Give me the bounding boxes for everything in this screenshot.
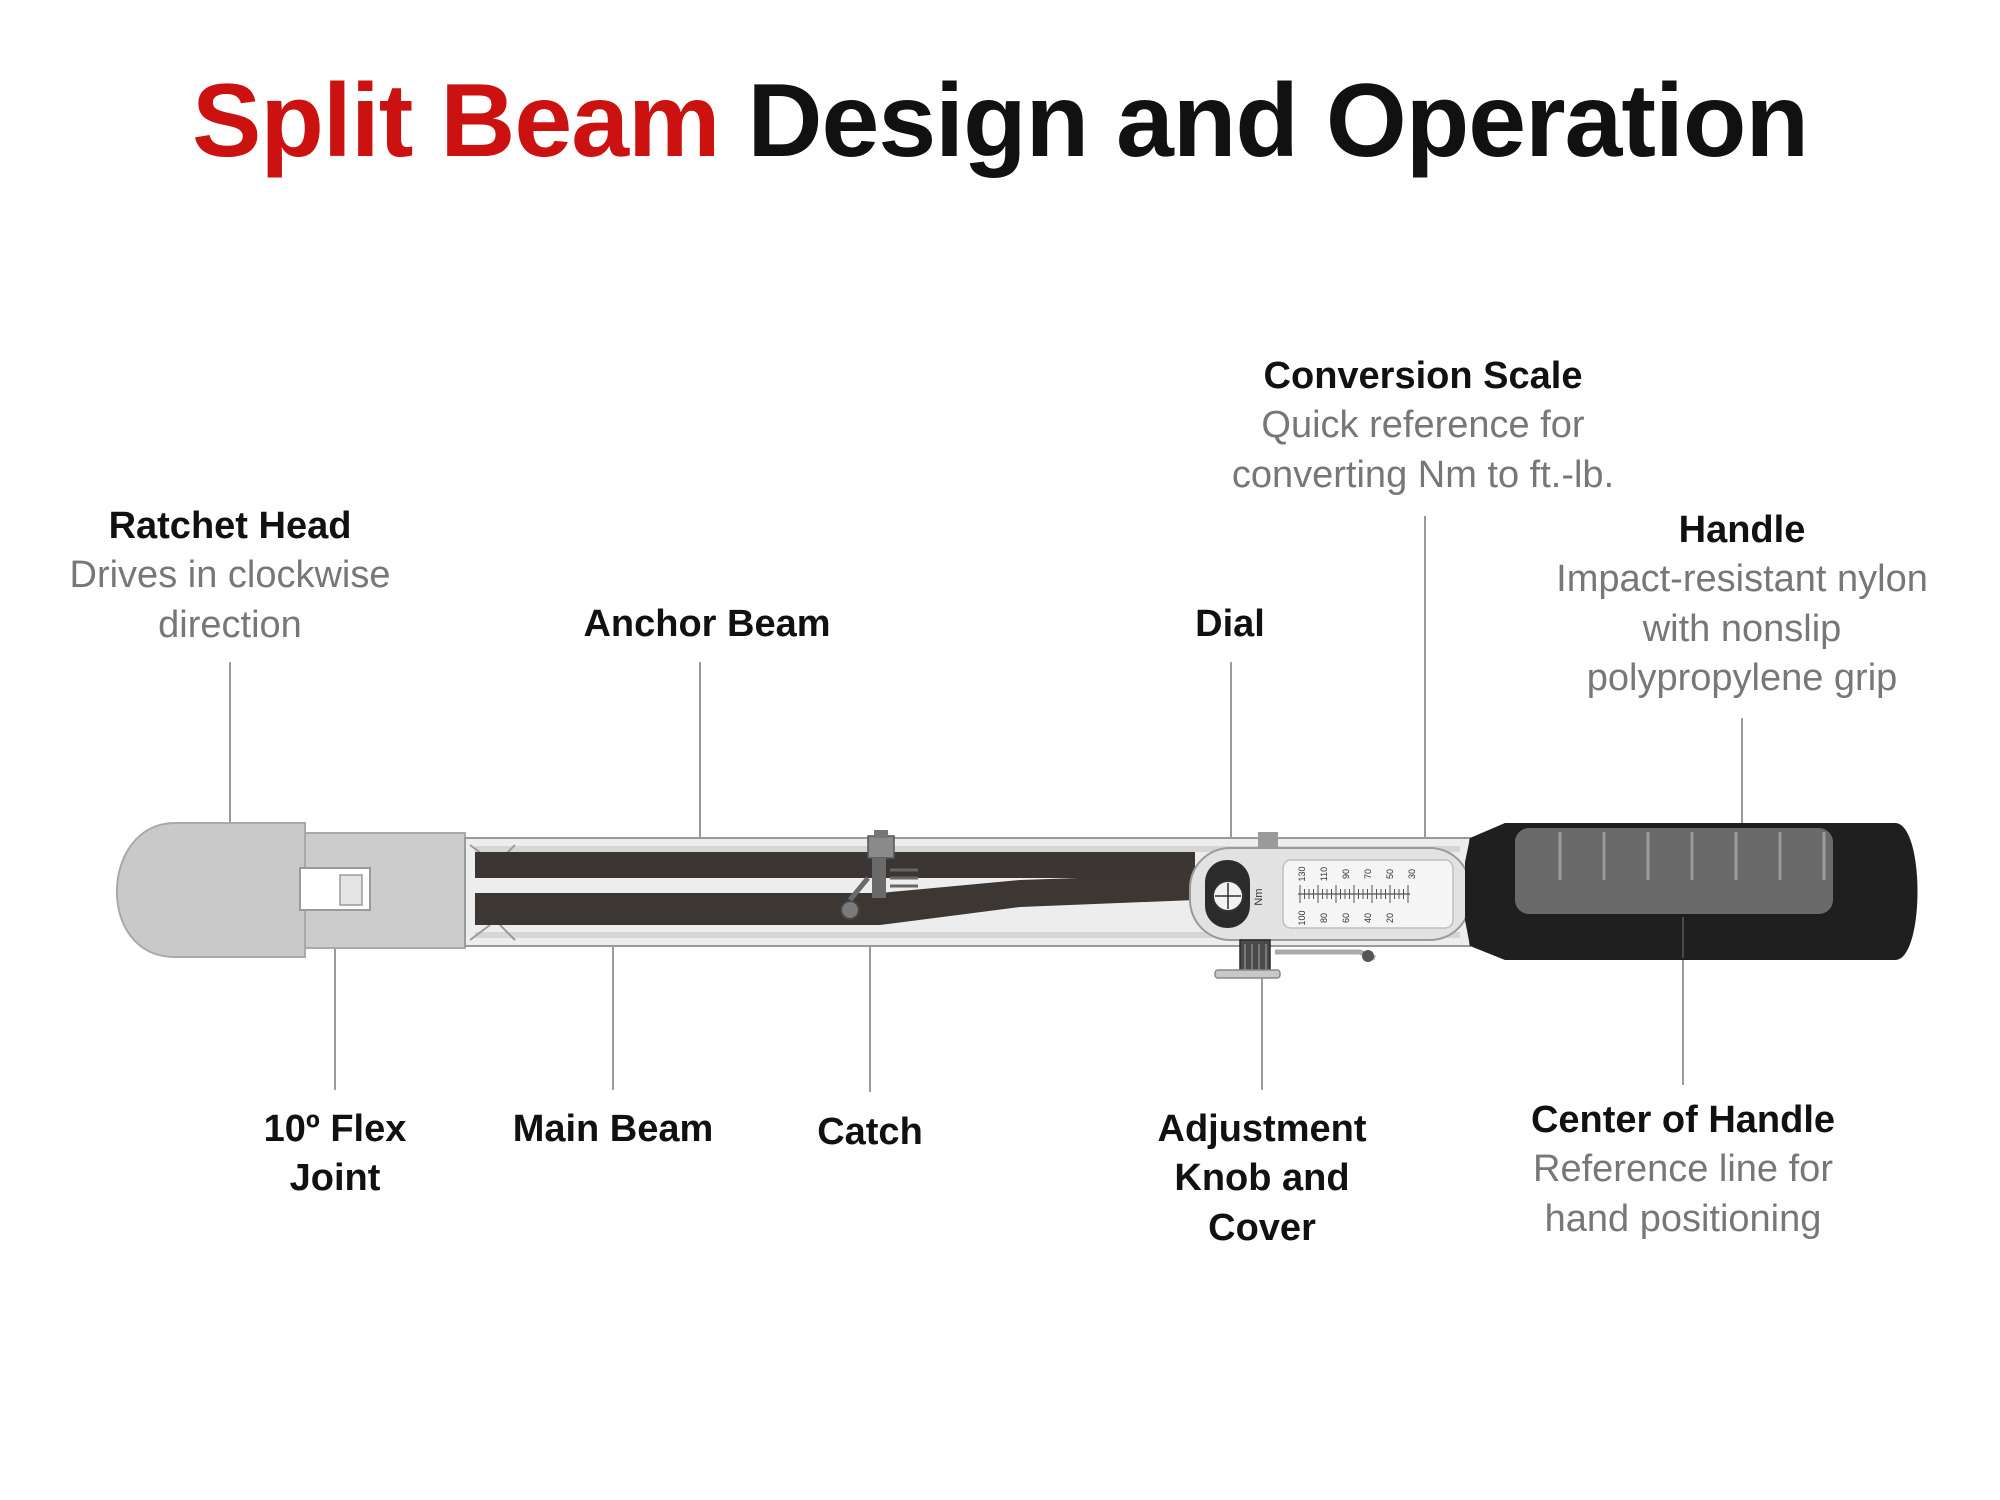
anchor-beam <box>475 852 1195 878</box>
grip-ribs <box>1558 832 1826 880</box>
catch-mechanism <box>840 830 918 920</box>
scale-number: 40 <box>1363 913 1373 923</box>
callout-conversion-scale: Conversion Scale Quick reference for con… <box>1193 352 1653 500</box>
scale-number: 60 <box>1341 913 1351 923</box>
dial <box>1205 860 1250 928</box>
ratchet-head-description: Drives in clockwise direction <box>69 554 391 646</box>
anchor-beam-label: Anchor Beam <box>583 603 831 645</box>
scale-unit-label: Nm <box>1253 888 1265 905</box>
scale-number: 130 <box>1297 866 1307 881</box>
scale-number: 100 <box>1297 910 1307 925</box>
catch-label: Catch <box>817 1111 923 1153</box>
main-beam <box>475 874 1195 925</box>
conversion-scale-label: Conversion Scale <box>1263 355 1583 397</box>
callout-catch: Catch <box>640 1108 1100 1157</box>
callout-dial: Dial <box>1000 600 1460 649</box>
scale-number: 110 <box>1319 867 1329 881</box>
ratchet-head-label: Ratchet Head <box>108 505 352 547</box>
callout-anchor-beam: Anchor Beam <box>477 600 937 649</box>
title-accent: Split Beam <box>192 63 720 179</box>
center-of-handle-label: Center of Handle <box>1530 1099 1836 1141</box>
flex-joint-label: 10º Flex Joint <box>263 1108 407 1200</box>
adjustment-knob <box>1214 939 1376 979</box>
scale-number: 30 <box>1407 869 1417 879</box>
main-beam-label: Main Beam <box>512 1108 714 1150</box>
scale-number: 70 <box>1363 869 1373 879</box>
scale-number: 50 <box>1385 869 1395 879</box>
adjustment-knob-label: Adjustment Knob and Cover <box>1157 1108 1367 1249</box>
scale-numbers: 130 110 90 70 50 30 100 80 60 40 20 <box>1297 866 1417 925</box>
scale-number: 80 <box>1319 913 1329 923</box>
handle-description: Impact-resistant nylon with nonslip poly… <box>1556 558 1928 700</box>
title-rest: Design and Operation <box>719 63 1809 179</box>
scale-ticks <box>1299 885 1409 903</box>
scale-number: 90 <box>1341 869 1351 879</box>
handle-label: Handle <box>1678 509 1806 551</box>
conversion-scale-description: Quick reference for converting Nm to ft.… <box>1231 404 1615 496</box>
conversion-scale: Nm 130 110 90 70 50 30 100 80 60 40 20 <box>1253 859 1454 929</box>
callout-handle: Handle Impact-resistant nylon with nonsl… <box>1512 506 1972 704</box>
center-of-handle-description: Reference line for hand positioning <box>1533 1148 1833 1240</box>
page-title: Split Beam Design and Operation <box>0 62 2000 181</box>
handle <box>1465 823 1918 960</box>
callout-main-beam: Main Beam <box>383 1105 843 1154</box>
callout-ratchet-head: Ratchet Head Drives in clockwise directi… <box>0 502 460 650</box>
callout-flex-joint: 10º Flex Joint <box>105 1105 565 1204</box>
callout-adjustment-knob: Adjustment Knob and Cover <box>1032 1105 1492 1253</box>
ratchet-head <box>115 822 466 958</box>
dial-label: Dial <box>1195 603 1265 645</box>
callout-center-of-handle: Center of Handle Reference line for hand… <box>1453 1096 1913 1244</box>
scale-number: 20 <box>1385 913 1395 923</box>
